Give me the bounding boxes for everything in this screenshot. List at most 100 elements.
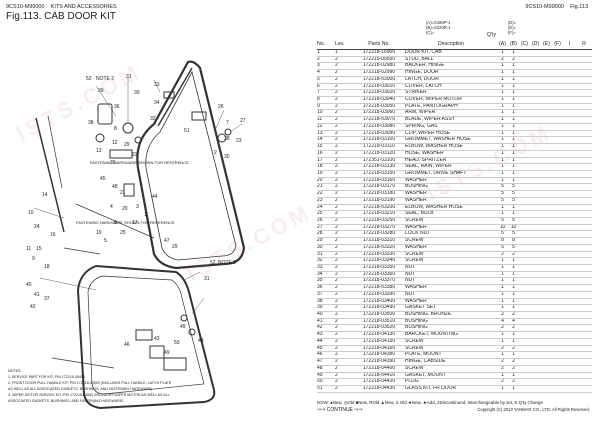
cell-qty-a: 1 bbox=[497, 96, 508, 104]
cell-description: WASHER bbox=[405, 224, 497, 232]
catalog-code: 9CS10-M99000 bbox=[6, 4, 45, 10]
model-code-e: (E)= bbox=[508, 25, 517, 30]
cell-r bbox=[576, 76, 592, 84]
cell-i bbox=[563, 271, 576, 279]
callout-49b: 49 bbox=[180, 324, 186, 330]
cell-qty-a: 2 bbox=[497, 358, 508, 366]
cell-qty-b: 5 bbox=[508, 197, 519, 205]
continue-link[interactable]: ⇒⇒ CONTINUE ⇒⇒ bbox=[317, 407, 363, 413]
cell-no: 3 bbox=[317, 62, 335, 71]
cell-r bbox=[576, 96, 592, 104]
cell-lev: 2 bbox=[335, 298, 353, 306]
cell-qty-d bbox=[530, 210, 541, 218]
cell-qty-b: 10 bbox=[508, 224, 519, 232]
section-name: KITS AND ACCESSORIES bbox=[50, 4, 117, 10]
cell-qty-b: 2 bbox=[508, 345, 519, 353]
cell-qty-d bbox=[530, 237, 541, 245]
cell-qty-a: 1 bbox=[497, 257, 508, 265]
cell-description: SCREW bbox=[405, 217, 497, 225]
callout-10: 10 bbox=[28, 210, 34, 216]
cell-qty-f bbox=[552, 372, 563, 380]
cell-qty-e bbox=[541, 331, 552, 339]
cell-r bbox=[576, 338, 592, 346]
cell-qty-c bbox=[519, 150, 530, 158]
cell-qty-c bbox=[519, 56, 530, 64]
cell-qty-f bbox=[552, 284, 563, 292]
cell-description: SCREW bbox=[405, 251, 497, 259]
cell-lev: 2 bbox=[335, 345, 353, 353]
cell-qty-c bbox=[519, 351, 530, 360]
cell-qty-b: 1 bbox=[508, 298, 519, 306]
cell-qty-c bbox=[519, 345, 530, 353]
cell-no: 4 bbox=[317, 69, 335, 77]
cell-qty-b: 5 bbox=[508, 244, 519, 252]
note-2b: AS WELL AS ALL ASSOCIATED GASKETS, BUSHI… bbox=[8, 387, 152, 391]
cell-no: 17 bbox=[317, 157, 335, 165]
cell-lev: 1 bbox=[335, 49, 353, 57]
cell-no: 16 bbox=[317, 150, 335, 158]
cell-qty-c bbox=[519, 170, 530, 178]
cell-qty-f bbox=[552, 378, 563, 386]
cell-qty-c bbox=[519, 277, 530, 286]
cell-qty-f bbox=[552, 123, 563, 131]
cell-lev: 2 bbox=[335, 324, 353, 333]
cell-qty-e bbox=[541, 190, 552, 198]
cell-qty-c bbox=[519, 257, 530, 265]
cell-qty-c bbox=[519, 163, 530, 171]
cell-no: 12 bbox=[317, 123, 335, 131]
cell-i bbox=[563, 170, 576, 178]
cell-r bbox=[576, 69, 592, 77]
